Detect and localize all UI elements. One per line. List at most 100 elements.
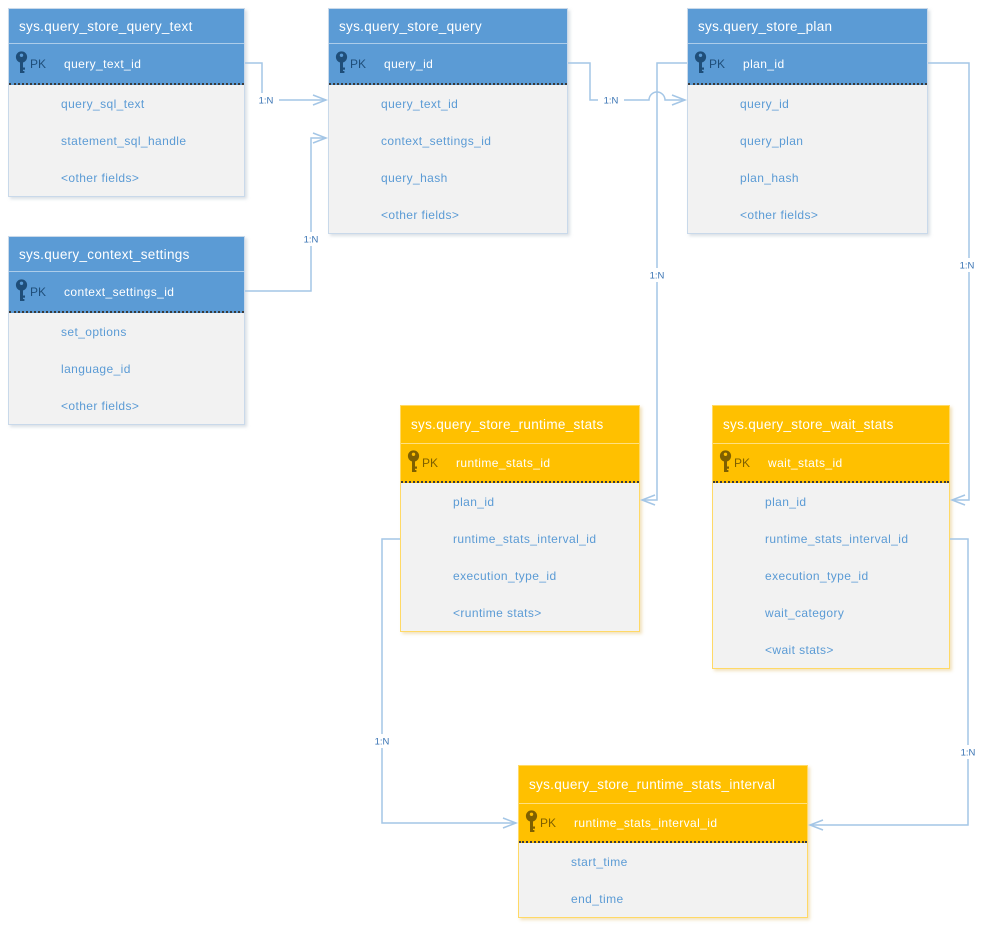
cardinality-label: 1:N [604, 96, 619, 107]
pk-badge: PK [350, 56, 367, 71]
relationship-arrowhead [312, 94, 329, 106]
field-row: statement_sql_handle [61, 133, 187, 148]
primary-key-icon [694, 50, 707, 73]
field-row: query_text_id [381, 96, 459, 111]
entity-fields: start_time end_time [519, 843, 807, 917]
entity-fields: plan_id runtime_stats_interval_id executio… [401, 483, 639, 631]
field-row: <other fields> [61, 170, 140, 185]
relationship-arrowhead [502, 817, 519, 829]
entity-fields: query_sql_text statement_sql_handle <other… [9, 85, 244, 196]
entity-title: sys.query_context_settings [9, 237, 244, 272]
cardinality-label: 1:N [259, 96, 274, 107]
pk-badge: PK [422, 455, 439, 470]
field-row: <other fields> [381, 207, 460, 222]
relationship-arrowhead [312, 132, 329, 144]
field-row: <other fields> [61, 398, 140, 413]
cardinality-label: 1:N [961, 748, 976, 759]
relationship-arrowhead [671, 94, 688, 106]
field-row: language_id [61, 361, 131, 376]
field-row: query_id [740, 96, 790, 111]
cardinality-label: 1:N [375, 737, 390, 748]
entity-fields: query_text_id context_settings_id query_ha… [329, 85, 567, 233]
relationship[interactable]: 1:N [639, 62, 687, 506]
primary-key-icon [15, 50, 28, 73]
cardinality-label: 1:N [960, 261, 975, 272]
field-row: end_time [571, 891, 624, 906]
entity-title: sys.query_store_plan [688, 9, 927, 44]
cardinality-label-bg [955, 745, 981, 759]
entity-title: sys.query_store_query_text [9, 9, 244, 44]
cardinality-label-bg [253, 93, 279, 107]
field-row: plan_hash [740, 170, 799, 185]
primary-key-row: PK query_id [329, 44, 567, 85]
relationship-arrowhead [949, 494, 966, 506]
pk-badge: PK [734, 455, 751, 470]
pk-badge: PK [30, 56, 47, 71]
relationship-arrowhead [807, 819, 824, 831]
pk-badge: PK [709, 56, 726, 71]
pk-badge: PK [30, 284, 47, 299]
relationship-line [642, 62, 687, 501]
field-row: <wait stats> [765, 642, 834, 657]
relationship[interactable]: 1:N [245, 62, 329, 107]
relationship-arrowhead [639, 494, 656, 506]
primary-key-icon [407, 449, 420, 472]
cardinality-label: 1:N [650, 271, 665, 282]
primary-key-icon [335, 50, 348, 73]
primary-key-icon [719, 449, 732, 472]
primary-key-row: PK query_text_id [9, 44, 244, 85]
entity-fields: plan_id runtime_stats_interval_id executio… [713, 483, 949, 668]
entity-title: sys.query_store_wait_stats [713, 406, 949, 444]
primary-key-row: PK runtime_stats_interval_id [519, 804, 807, 843]
field-row: query_sql_text [61, 96, 145, 111]
primary-key-row: PK runtime_stats_id [401, 444, 639, 483]
primary-key-row: PK context_settings_id [9, 272, 244, 313]
field-row: start_time [571, 854, 628, 869]
field-row: plan_id [765, 494, 807, 509]
primary-key-icon [15, 278, 28, 301]
pk-field-name: runtime_stats_interval_id [574, 815, 718, 830]
field-row: <other fields> [740, 207, 819, 222]
relationship[interactable]: 1:N [568, 62, 688, 107]
pk-field-name: plan_id [743, 56, 785, 71]
cardinality-label-bg [598, 93, 624, 107]
cardinality-label-bg [298, 232, 324, 246]
field-row: runtime_stats_interval_id [453, 531, 597, 546]
relationship-line [245, 62, 326, 101]
field-row: execution_type_id [453, 568, 557, 583]
cardinality-label-bg [369, 734, 395, 748]
pk-field-name: runtime_stats_id [456, 455, 551, 470]
field-row: <runtime stats> [453, 605, 542, 620]
entity-title: sys.query_store_query [329, 9, 567, 44]
primary-key-row: PK wait_stats_id [713, 444, 949, 483]
field-row: set_options [61, 324, 127, 339]
cardinality-label-bg [644, 268, 670, 282]
field-row: execution_type_id [765, 568, 869, 583]
entity-title: sys.query_store_runtime_stats_interval [519, 766, 807, 804]
relationship[interactable]: 1:N [245, 132, 329, 292]
primary-key-icon [525, 809, 538, 832]
field-row: wait_category [765, 605, 845, 620]
field-row: context_settings_id [381, 133, 492, 148]
field-row: query_hash [381, 170, 448, 185]
field-row: runtime_stats_interval_id [765, 531, 909, 546]
pk-field-name: context_settings_id [64, 284, 175, 299]
field-row: query_plan [740, 133, 804, 148]
relationship-line [568, 62, 685, 101]
pk-field-name: query_text_id [64, 56, 142, 71]
entity-fields: query_id query_plan plan_hash <other fields… [688, 85, 927, 233]
pk-field-name: query_id [384, 56, 434, 71]
pk-badge: PK [540, 815, 557, 830]
entity-fields: set_options language_id <other fields> [9, 313, 244, 424]
field-row: plan_id [453, 494, 495, 509]
pk-field-name: wait_stats_id [768, 455, 843, 470]
cardinality-label-bg [954, 258, 980, 272]
